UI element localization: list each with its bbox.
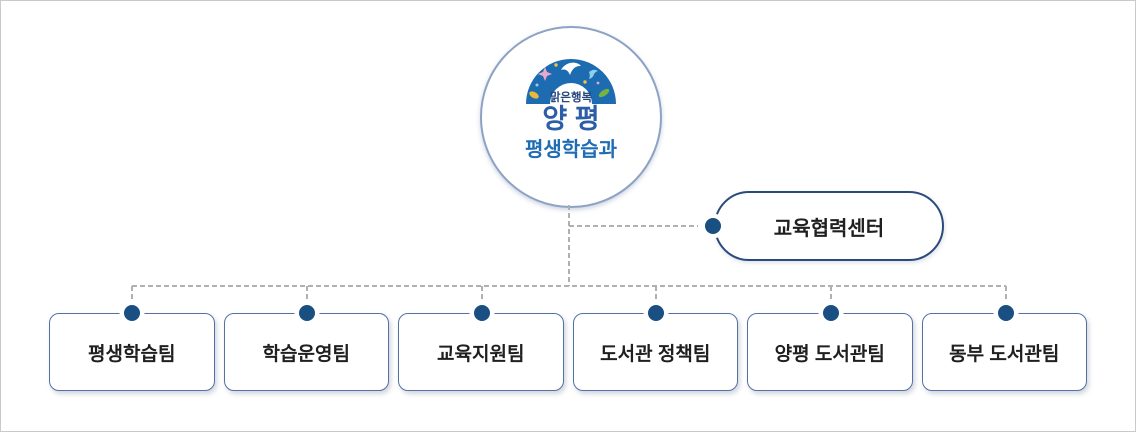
- team-node-label: 평생학습팀: [88, 343, 176, 365]
- team-node-label: 동부 도서관팀: [949, 343, 1060, 365]
- node-education-cooperation-center: 교육협력센터: [714, 191, 944, 261]
- team-node: 동부 도서관팀: [921, 313, 1087, 391]
- team-node: 학습운영팀: [223, 313, 389, 391]
- team-node-label: 학습운영팀: [262, 343, 350, 365]
- team-node-label: 교육지원팀: [437, 343, 525, 365]
- team-node: 양평 도서관팀: [747, 313, 913, 391]
- team-node: 평생학습팀: [49, 313, 215, 391]
- side-node-label: 교육협력센터: [773, 217, 885, 240]
- team-node: 교육지원팀: [398, 313, 564, 391]
- team-node-label: 도서관 정책팀: [600, 343, 711, 365]
- team-nodes: 평생학습팀 학습운영팀 교육지원팀 도서관 정책팀 양평 도서관팀 동부 도서관…: [49, 313, 1087, 391]
- logo-dept: 평생학습과: [525, 138, 618, 161]
- team-node: 도서관 정책팀: [572, 313, 738, 391]
- team-node-label: 양평 도서관팀: [774, 343, 885, 365]
- logo-name: 양 평: [542, 104, 599, 134]
- yangpyeong-logo-arch-icon: 맑은행복 양 평 평생학습과: [525, 59, 618, 161]
- root-node-lifelong-learning-dept: 맑은행복 양 평 평생학습과: [480, 26, 662, 208]
- logo-tagline: 맑은행복: [550, 90, 593, 104]
